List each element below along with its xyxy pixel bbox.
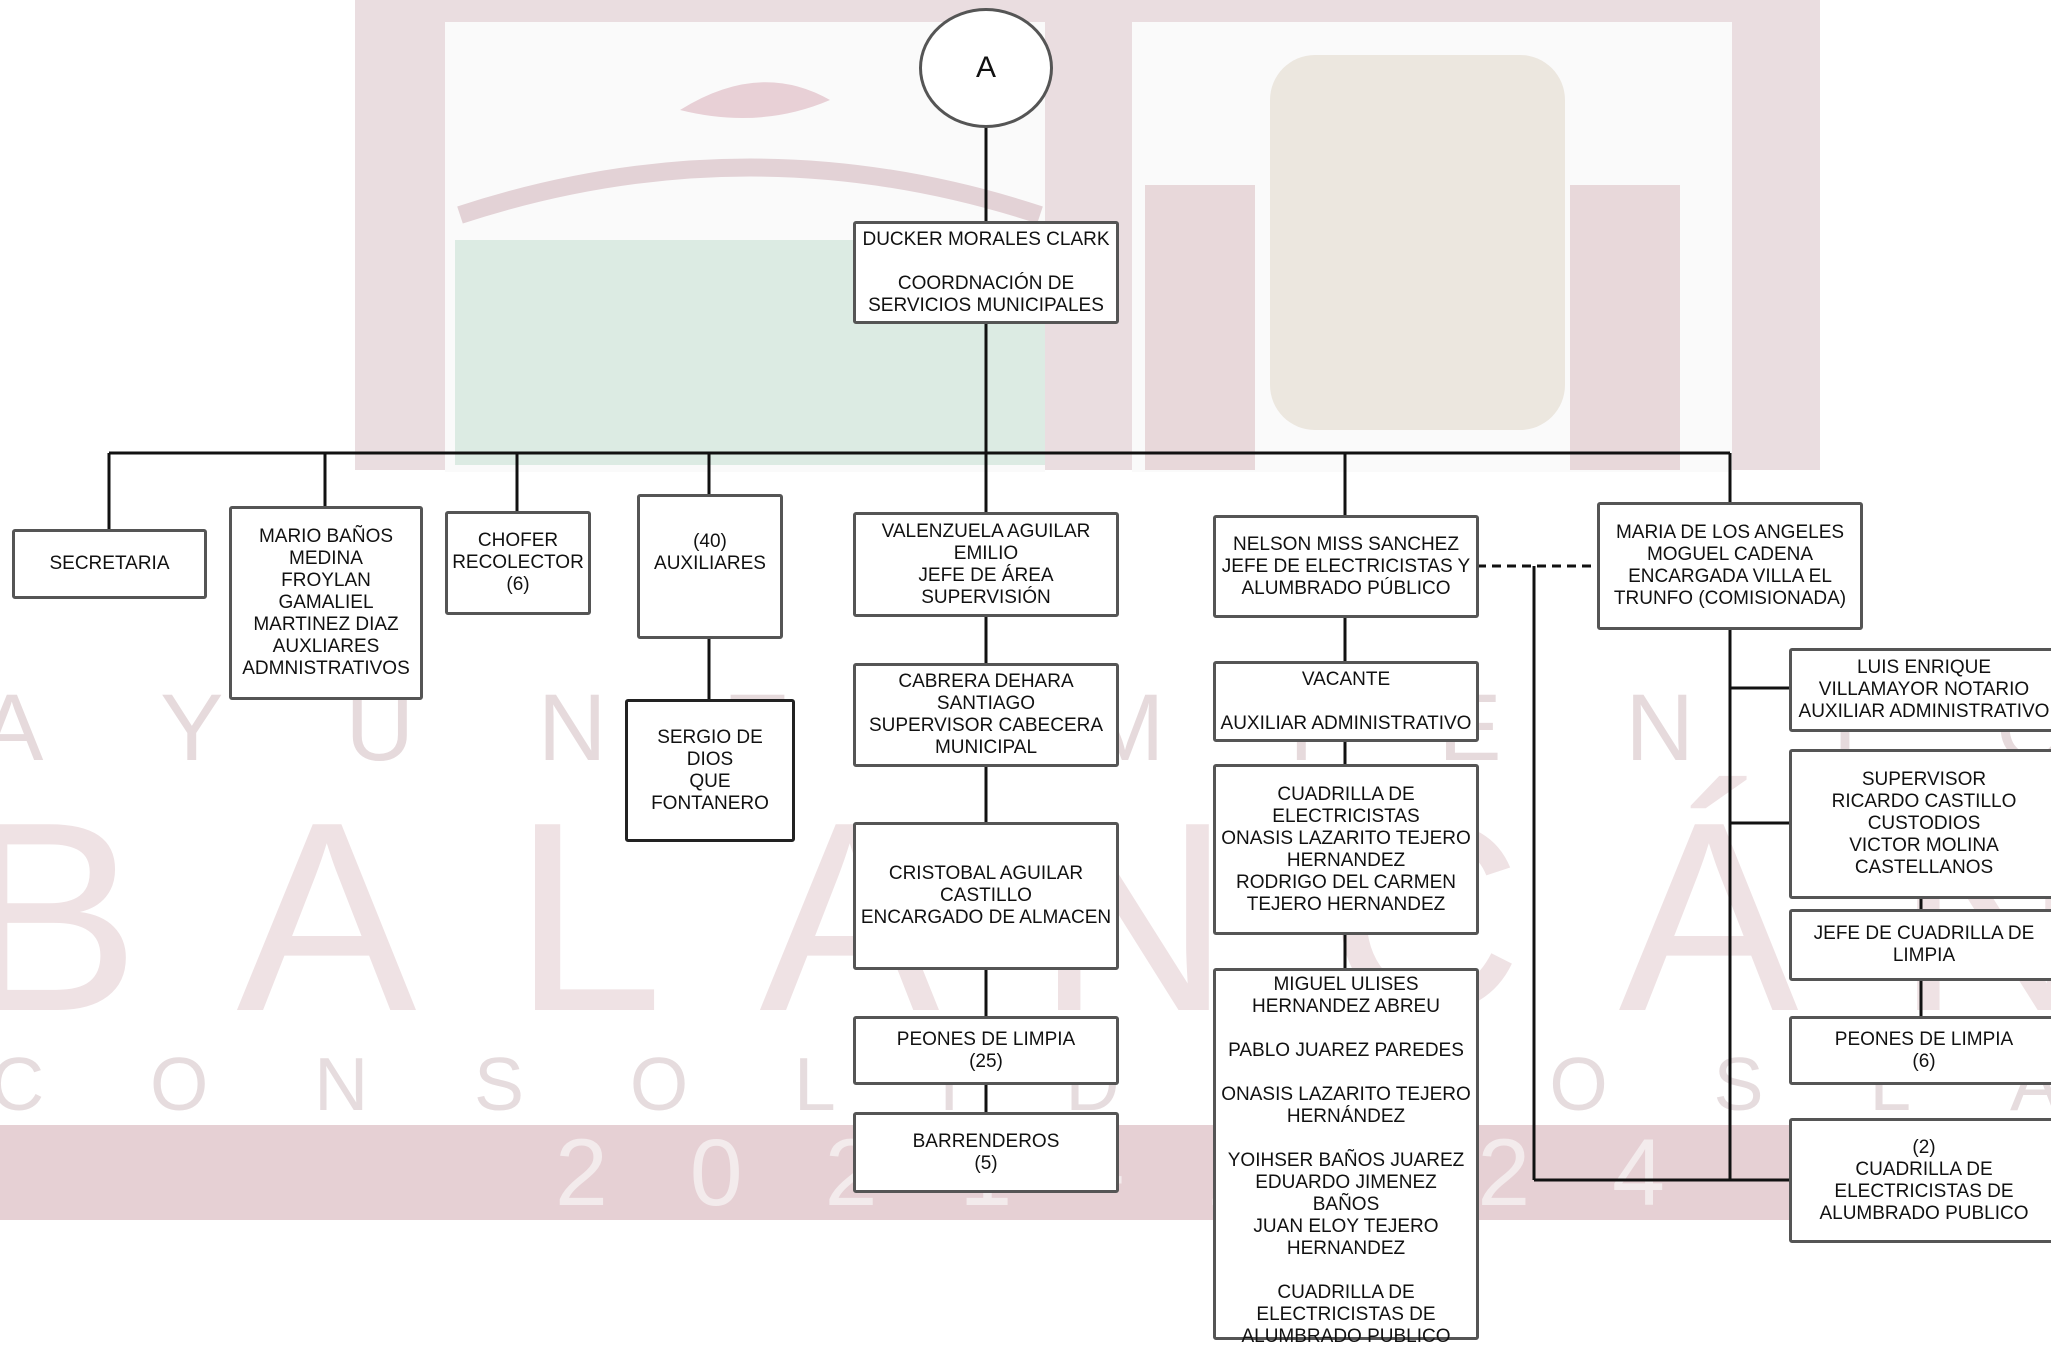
node-fontanero: SERGIO DE DIOS QUE FONTANERO: [625, 699, 795, 842]
watermark-stone: [1270, 55, 1565, 430]
node-villa-auxiliar: LUIS ENRIQUE VILLAMAYOR NOTARIO AUXILIAR…: [1789, 648, 2051, 732]
watermark-fish: [680, 82, 830, 118]
node-encargado-almacen: CRISTOBAL AGUILAR CASTILLO ENCARGADO DE …: [853, 822, 1119, 970]
connector-circle-a: A: [919, 8, 1053, 128]
node-coordinacion: DUCKER MORALES CLARK COORDNACIÓN DE SERV…: [853, 221, 1119, 324]
node-villa-supervisor: SUPERVISOR RICARDO CASTILLO CUSTODIOS VI…: [1789, 749, 2051, 899]
node-villa-jefe-cuadrilla: JEFE DE CUADRILLA DE LIMPIA: [1789, 909, 2051, 981]
watermark-arch: [1145, 185, 1255, 470]
node-cuadrilla-electricistas: CUADRILLA DE ELECTRICISTAS ONASIS LAZARI…: [1213, 764, 1479, 935]
node-jefe-electricistas: NELSON MISS SANCHEZ JEFE DE ELECTRICISTA…: [1213, 515, 1479, 618]
node-chofer-recolector: CHOFER RECOLECTOR (6): [445, 511, 591, 615]
node-encargada-villa: MARIA DE LOS ANGELES MOGUEL CADENA ENCAR…: [1597, 502, 1863, 630]
node-peones-limpia-25: PEONES DE LIMPIA (25): [853, 1016, 1119, 1085]
node-villa-electricistas: (2) CUADRILLA DE ELECTRICISTAS DE ALUMBR…: [1789, 1118, 2051, 1243]
watermark-bridge: [457, 158, 1043, 224]
node-auxiliares-administrativos: MARIO BAÑOS MEDINA FROYLAN GAMALIEL MART…: [229, 506, 423, 700]
node-secretaria: SECRETARIA: [12, 529, 207, 599]
node-jefe-supervision: VALENZUELA AGUILAR EMILIO JEFE DE ÁREA S…: [853, 512, 1119, 617]
watermark-arch-right: [1570, 185, 1680, 470]
node-lista-electricistas: MIGUEL ULISES HERNANDEZ ABREU PABLO JUAR…: [1213, 968, 1479, 1347]
node-barrenderos: BARRENDEROS (5): [853, 1112, 1119, 1193]
node-villa-peones-limpia: PEONES DE LIMPIA (6): [1789, 1016, 2051, 1085]
node-supervisor-cabecera: CABRERA DEHARA SANTIAGO SUPERVISOR CABEC…: [853, 663, 1119, 767]
node-auxiliares: (40) AUXILIARES: [637, 494, 783, 639]
node-vacante-auxiliar: VACANTE AUXILIAR ADMINISTRATIVO: [1213, 661, 1479, 742]
